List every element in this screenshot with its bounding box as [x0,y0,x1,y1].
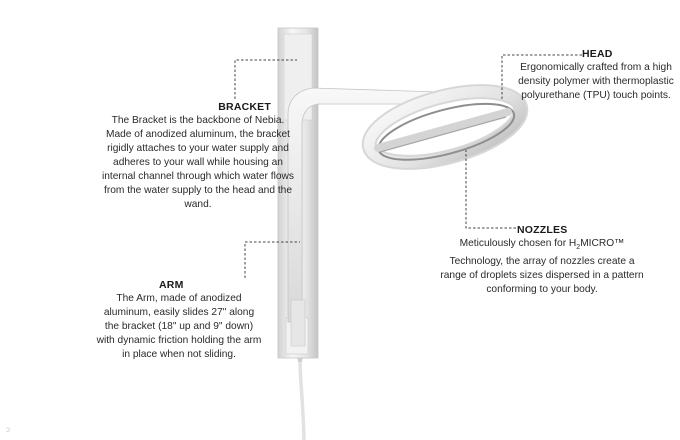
leader-nozzles [465,150,516,229]
leader-arm [244,241,300,278]
corner-logo-icon: ↄ [6,425,10,434]
nozzles-description-subscript: 2 [576,244,581,252]
bracket-description: The Bracket is the backbone of Nebia. Ma… [102,115,294,210]
nozzles-title: NOZZLES [517,224,568,236]
nozzles-description: Meticulously chosen for H2MICRO™ Technol… [437,237,647,297]
arm-title: ARM [159,279,184,291]
arm-callout: ARM The Arm, made of anodized aluminum, … [96,278,262,362]
nozzles-callout: NOZZLES Meticulously chosen for H2MICRO™… [437,223,647,297]
arm-description: The Arm, made of anodized aluminum, easi… [96,293,262,360]
nozzles-description-suffix: MICRO™ Technology, the array of nozzles … [440,238,644,296]
bracket-callout: BRACKET The Bracket is the backbone of N… [98,100,298,212]
head-callout: HEAD Ergonomically crafted from a high d… [516,47,676,103]
head-description: Ergonomically crafted from a high densit… [518,62,674,101]
arm-body [287,87,441,347]
leader-head [501,54,582,100]
head-title: HEAD [582,48,613,60]
nozzles-description-prefix: Meticulously chosen for H [459,238,577,249]
head-ring [361,84,529,170]
bracket-title: BRACKET [218,101,271,113]
leader-lines [234,54,582,278]
water-hose [298,359,306,440]
